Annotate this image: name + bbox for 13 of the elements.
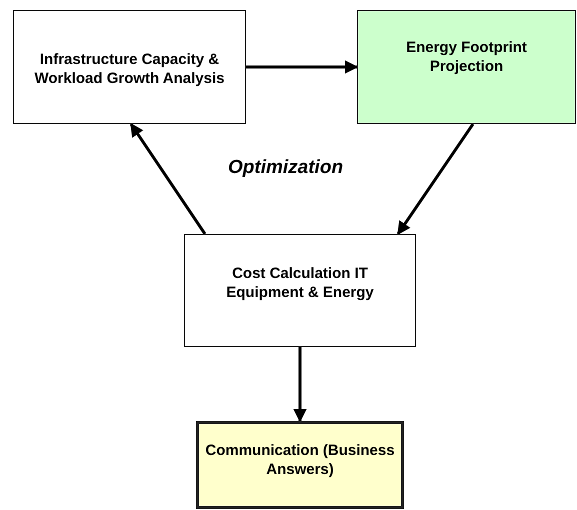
arrow [293,347,307,422]
arrow [246,60,358,74]
box-label: Communication (Business Answers) [205,441,395,479]
arrow [130,122,206,235]
diagram-label: Optimization [228,157,344,179]
process-box [13,10,246,124]
arrow [396,123,474,236]
process-box [184,234,416,347]
box-label: Infrastructure Capacity & Workload Growth Analysis [33,50,226,88]
box-label: Energy Footprint Projection [405,38,528,76]
box-label: Cost Calculation IT Equipment & Energy [225,264,375,302]
process-box [196,421,404,509]
process-box [357,10,576,124]
